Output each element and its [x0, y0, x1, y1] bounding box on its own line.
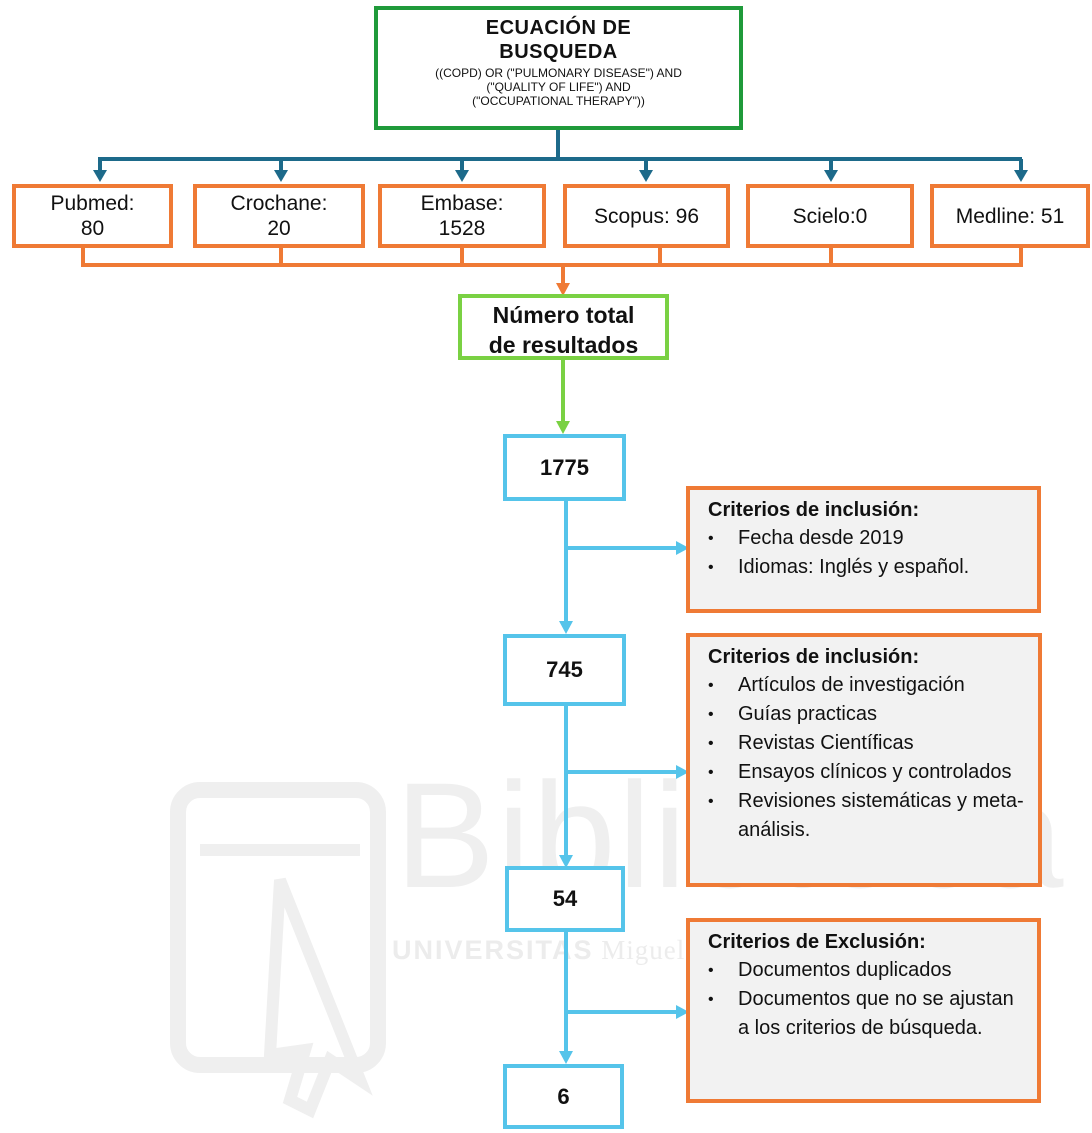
- equation-query-line1: ((COPD) OR ("PULMONARY DISEASE") AND: [435, 66, 682, 80]
- total-results-line1: Número total: [492, 302, 635, 328]
- criteria-item: Idiomas: Inglés y español.: [708, 553, 1023, 582]
- count-box-6: 6: [503, 1064, 624, 1129]
- criteria-list: Artículos de investigación Guías practic…: [708, 671, 1024, 845]
- criteria-title: Criterios de inclusión:: [708, 646, 920, 668]
- database-label: Embase: 1528: [420, 192, 504, 240]
- count-value: 1775: [540, 454, 589, 480]
- database-box-scopus: Scopus: 96: [563, 184, 730, 248]
- search-equation-box: ECUACIÓN DE BUSQUEDA ((COPD) OR ("PULMON…: [374, 6, 743, 130]
- criteria-item: Revisiones sistemáticas y meta-análisis.: [708, 787, 1024, 845]
- equation-query-line2: ("QUALITY OF LIFE") AND: [486, 80, 631, 94]
- criteria-title: Criterios de inclusión:: [708, 499, 920, 521]
- exclusion-criteria-box: Criterios de Exclusión: Documentos dupli…: [686, 918, 1041, 1103]
- criteria-item: Revistas Científicas: [708, 729, 1024, 758]
- count-box-745: 745: [503, 634, 626, 706]
- criteria-item: Guías practicas: [708, 700, 1024, 729]
- criteria-item: Fecha desde 2019: [708, 524, 1023, 553]
- database-box-crochane: Crochane: 20: [193, 184, 365, 248]
- database-box-embase: Embase: 1528: [378, 184, 546, 248]
- criteria-item: Artículos de investigación: [708, 671, 1024, 700]
- watermark-sub-bold: UNIVERSITAS: [392, 935, 594, 965]
- inclusion-criteria-box-1: Criterios de inclusión: Fecha desde 2019…: [686, 486, 1041, 613]
- count-value: 6: [557, 1083, 570, 1109]
- database-label: Crochane: 20: [230, 192, 328, 240]
- count-box-1775: 1775: [503, 434, 626, 501]
- total-results-box: Número total de resultados: [458, 294, 669, 360]
- count-value: 745: [546, 657, 583, 682]
- total-results-line2: de resultados: [488, 332, 639, 358]
- criteria-title: Criterios de Exclusión:: [708, 931, 926, 953]
- criteria-list: Documentos duplicados Documentos que no …: [708, 956, 1023, 1043]
- database-box-medline: Medline: 51: [930, 184, 1090, 248]
- criteria-list: Fecha desde 2019 Idiomas: Inglés y españ…: [708, 524, 1023, 582]
- criteria-item: Ensayos clínicos y controlados: [708, 758, 1024, 787]
- database-label: Scopus: 96: [593, 204, 700, 228]
- equation-title-line1: ECUACIÓN DE: [485, 17, 632, 39]
- database-box-scielo: Scielo:0: [746, 184, 914, 248]
- database-label: Medline: 51: [955, 204, 1065, 228]
- equation-query-line3: ("OCCUPATIONAL THERAPY")): [472, 94, 645, 108]
- database-box-pubmed: Pubmed: 80: [12, 184, 173, 248]
- database-label: Scielo:0: [792, 204, 868, 228]
- inclusion-criteria-box-2: Criterios de inclusión: Artículos de inv…: [686, 633, 1042, 887]
- criteria-item: Documentos duplicados: [708, 956, 1023, 985]
- equation-title-line2: BUSQUEDA: [499, 41, 618, 63]
- count-value: 54: [552, 886, 578, 911]
- criteria-item: Documentos que no se ajustan a los crite…: [708, 985, 1023, 1043]
- database-label: Pubmed: 80: [50, 192, 135, 240]
- count-box-54: 54: [505, 866, 625, 932]
